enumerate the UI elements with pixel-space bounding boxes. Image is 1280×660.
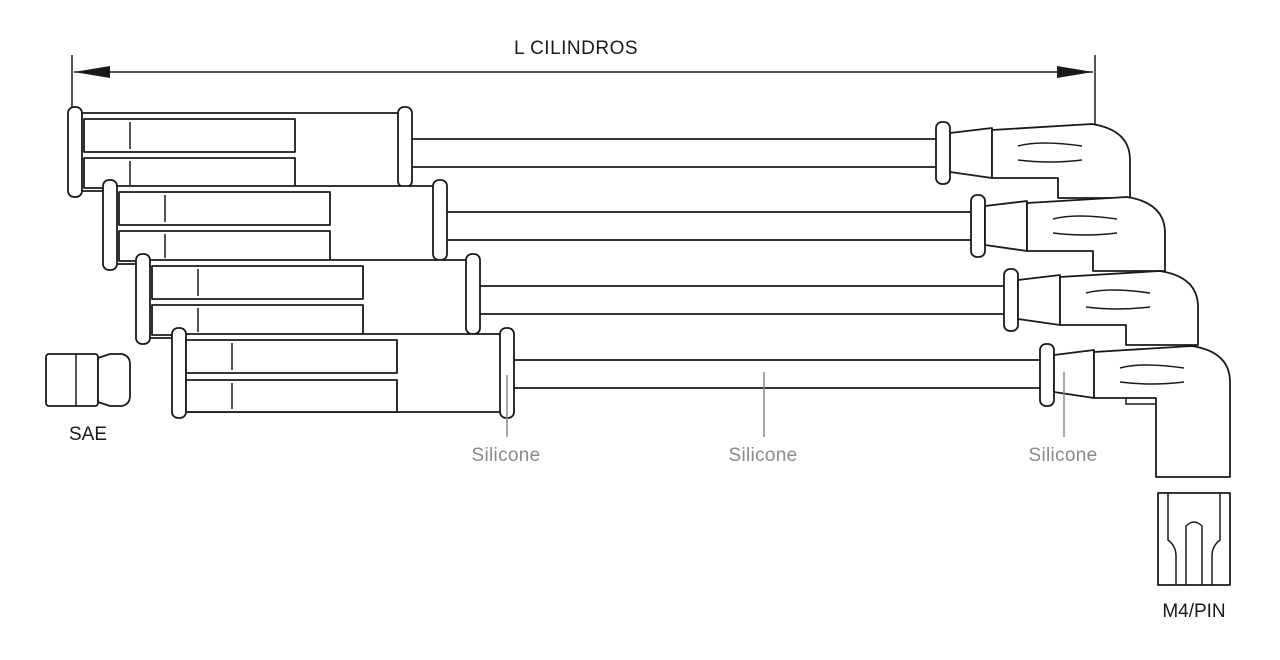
ignition-cable-1	[67, 106, 1131, 199]
ignition-cable-3	[135, 253, 1199, 346]
sae-label: SAE	[69, 424, 107, 445]
m4-pin-label: M4/PIN	[1162, 601, 1225, 622]
material-callouts: Silicone Silicone Silicone	[472, 372, 1098, 466]
silicone-label-cable: Silicone	[729, 445, 798, 466]
m4-pin-terminal: M4/PIN	[1157, 492, 1231, 622]
dimension-label: L CILINDROS	[514, 38, 638, 59]
ignition-cable-2	[102, 179, 1166, 272]
sae-connector: SAE	[45, 353, 131, 445]
length-dimension: L CILINDROS	[71, 38, 1096, 125]
silicone-label-boot: Silicone	[472, 445, 541, 466]
ignition-cable-4	[171, 327, 1231, 478]
silicone-label-terminal: Silicone	[1029, 445, 1098, 466]
